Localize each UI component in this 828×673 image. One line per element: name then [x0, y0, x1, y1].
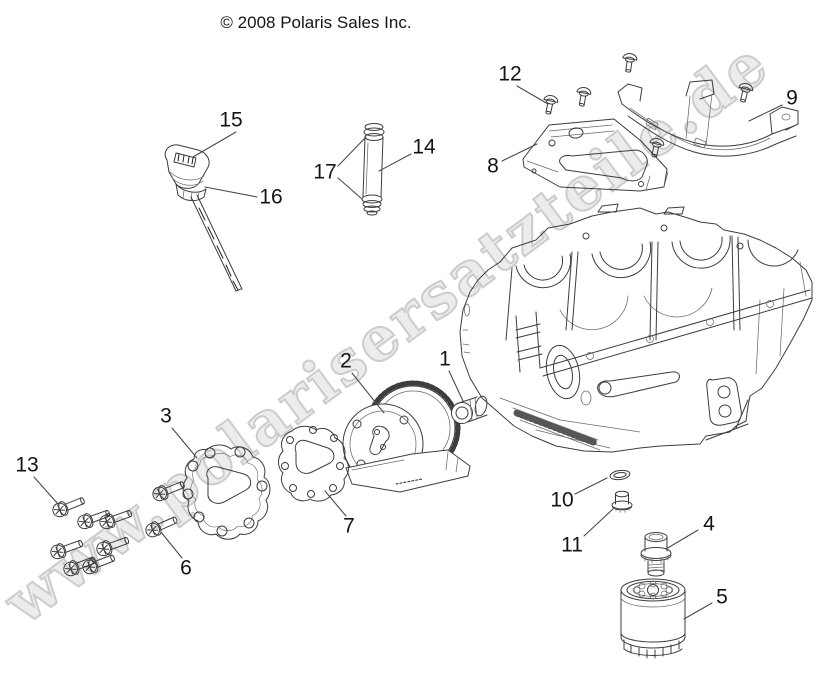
dipstick [164, 144, 243, 292]
heat-shield-curved [617, 79, 799, 157]
callout-3: 3 [160, 404, 172, 428]
leader-line-11 [583, 508, 614, 537]
leader-line-14 [378, 153, 412, 172]
callout-8: 8 [487, 154, 499, 178]
callout-15: 15 [219, 108, 243, 132]
callout-9: 9 [786, 86, 798, 110]
o-ring [609, 469, 631, 481]
copyright-text: © 2008 Polaris Sales Inc. [220, 13, 412, 32]
callout-12: 12 [498, 62, 522, 86]
leader-line-8 [501, 143, 538, 162]
leader-line-16 [204, 186, 258, 198]
leader-line-13 [33, 476, 59, 505]
dipstick-tube [361, 123, 385, 216]
oil-filter [620, 578, 686, 659]
callout-16: 16 [259, 185, 283, 209]
shield-screws [540, 52, 755, 159]
pump-gasket [278, 425, 349, 502]
callout-7: 7 [343, 514, 355, 538]
callout-4: 4 [703, 512, 715, 536]
leader-line-2 [351, 372, 385, 414]
callout-1: 1 [439, 347, 451, 371]
callout-14: 14 [412, 135, 436, 159]
oil-pump [342, 380, 471, 493]
leader-line-1 [448, 370, 464, 402]
leader-line-3 [171, 427, 198, 459]
leader-line-17 [337, 136, 367, 167]
leader-line-17 [337, 177, 363, 200]
callout-13: 13 [15, 453, 39, 477]
callout-10: 10 [550, 488, 574, 512]
leader-line-4 [665, 529, 699, 550]
leader-line-7 [324, 490, 347, 517]
leader-line-15 [192, 131, 237, 158]
filter-adapter [640, 532, 672, 577]
oil-plug [451, 395, 488, 424]
leader-lines [33, 85, 783, 620]
callout-6: 6 [180, 556, 192, 580]
callout-2: 2 [340, 349, 352, 373]
leader-line-9 [748, 104, 783, 122]
leader-line-6 [160, 531, 183, 559]
oil-jet-fitting [611, 490, 633, 513]
pump-cover [182, 444, 271, 540]
leader-line-10 [574, 477, 608, 495]
callout-17: 17 [313, 160, 337, 184]
callout-5: 5 [716, 585, 728, 609]
cover-screws [48, 476, 188, 579]
leader-line-12 [516, 85, 549, 105]
crankcase-block [459, 203, 813, 453]
heat-shield-flat [522, 118, 669, 192]
callout-11: 11 [561, 533, 583, 557]
leader-line-5 [683, 602, 713, 620]
